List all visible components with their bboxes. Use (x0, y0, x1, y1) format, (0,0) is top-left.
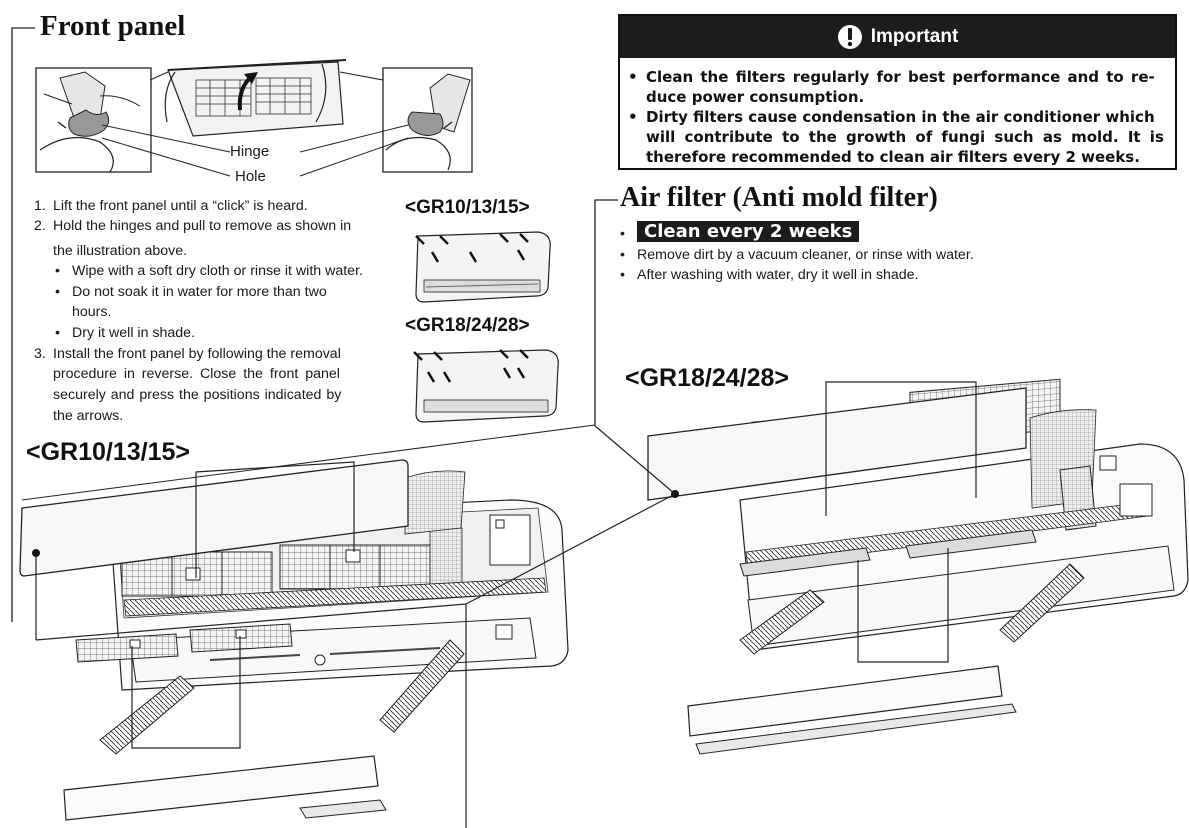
air-filter-notes: • Clean every 2 weeks • Remove dirt by a… (620, 221, 1180, 292)
step-3-line: securely and press the positions indicat… (53, 387, 342, 403)
air-filter-title: Air filter (Anti mold filter) (620, 182, 938, 213)
hinge-label: Hinge (230, 143, 270, 160)
important-item-line: Dirty filters cause condensation in the … (646, 108, 1155, 126)
step-3-line: procedure in reverse. Close the front pa… (53, 366, 340, 382)
important-box: Important • Clean the filters regularly … (618, 14, 1177, 170)
diagram-label-right: <GR18/24/28> (625, 364, 790, 392)
front-panel-title: Front panel (40, 10, 186, 42)
front-panel-steps: 1. Lift the front panel until a “click” … (34, 196, 394, 426)
important-item-line: duce power consumption. (646, 88, 865, 106)
important-item-line: will contribute to the growth of fungi s… (646, 128, 1164, 146)
sub-bullet: •Do not soak it in water for more than t… (55, 284, 327, 300)
step-3-line: the arrows. (53, 408, 124, 424)
model-label-small: <GR10/13/15> (405, 197, 530, 218)
model-label-large: <GR18/24/28> (405, 315, 530, 336)
air-filter-bullet: After washing with water, dry it well in… (637, 267, 919, 283)
hole-label: Hole (235, 168, 266, 185)
exclamation-icon (837, 25, 862, 49)
sub-bullet-cont: hours. (72, 304, 112, 320)
important-item-line: therefore recommended to clean air filte… (646, 148, 1140, 166)
sub-bullet: •Wipe with a soft dry cloth or rinse it … (55, 263, 363, 279)
diagram-label-left: <GR10/13/15> (26, 438, 191, 466)
step-3-line: Install the front panel by following the… (53, 346, 341, 362)
air-filter-bullet: Remove dirt by a vacuum cleaner, or rins… (637, 247, 974, 263)
sub-bullet: •Dry it well in shade. (55, 325, 196, 341)
clean-every-badge: Clean every 2 weeks (637, 221, 860, 242)
important-header: Important (620, 16, 1175, 58)
step-2-cont: the illustration above. (53, 243, 188, 259)
important-item-line: Clean the filters regularly for best per… (646, 68, 1155, 86)
important-title: Important (870, 26, 959, 47)
